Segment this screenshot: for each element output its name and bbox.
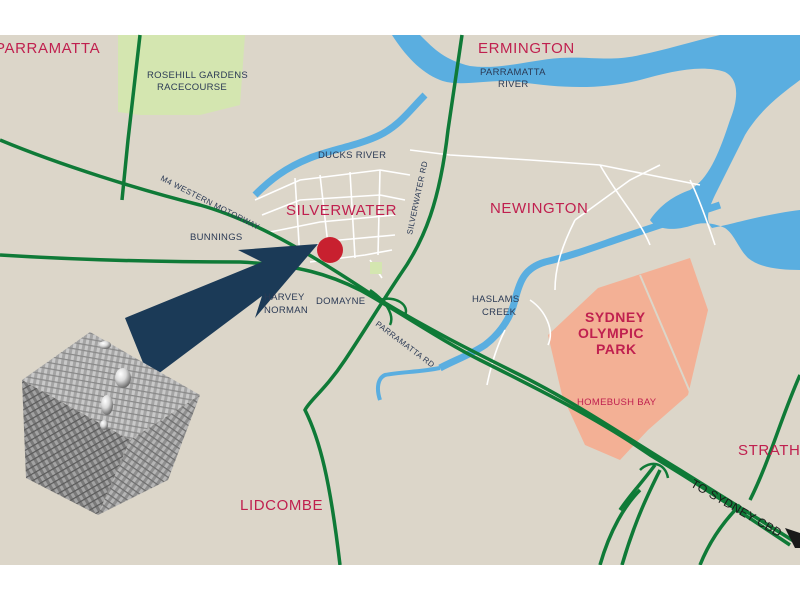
suburb-ermington: ERMINGTON [478, 40, 575, 57]
label-ducks-river: DUCKS RIVER [318, 150, 386, 161]
sydney-olympic-park [548, 258, 708, 460]
suburb-silverwater: SILVERWATER [286, 202, 397, 219]
label-harvey-1: HARVEY [264, 292, 305, 303]
fabric-cube-illustration [22, 332, 200, 515]
label-haslams-2: CREEK [482, 307, 517, 318]
label-rosehill-2: RACECOURSE [157, 82, 227, 93]
label-domayne: DOMAYNE [316, 296, 365, 307]
label-harvey-2: NORMAN [264, 305, 308, 316]
label-haslams-1: HASLAMS [472, 294, 520, 305]
suburb-strathfield: STRATHFIE [738, 442, 800, 459]
location-marker-icon [317, 237, 343, 263]
label-rosehill-1: ROSEHILL GARDENS [147, 70, 248, 81]
suburb-parramatta: PARRAMATTA [0, 40, 100, 57]
major-roads [0, 34, 800, 566]
creek-inlet [375, 366, 441, 401]
label-olympic-1: SYDNEY [585, 309, 646, 325]
pointer-arrow-icon [125, 244, 318, 380]
suburb-lidcombe: LIDCOMBE [240, 497, 323, 514]
label-bunnings: BUNNINGS [190, 232, 243, 243]
suburb-newington: NEWINGTON [490, 200, 588, 217]
label-homebush-bay: HOMEBUSH BAY [577, 397, 657, 408]
ducks-river [252, 92, 428, 198]
top-band [0, 0, 800, 35]
olympic-park-divider [639, 274, 691, 393]
bottom-band [0, 565, 800, 600]
direction-arrow-icon [785, 528, 800, 548]
interchange [369, 288, 670, 479]
label-olympic-3: PARK [596, 341, 637, 357]
haslams-creek [438, 201, 722, 372]
label-parramatta-river-1: PARRAMATTA [480, 67, 546, 78]
label-parramatta-river-2: RIVER [498, 79, 529, 90]
rosehill-gardens-park [118, 35, 245, 115]
label-olympic-2: OLYMPIC [578, 325, 644, 341]
silverwater-park [370, 262, 382, 274]
